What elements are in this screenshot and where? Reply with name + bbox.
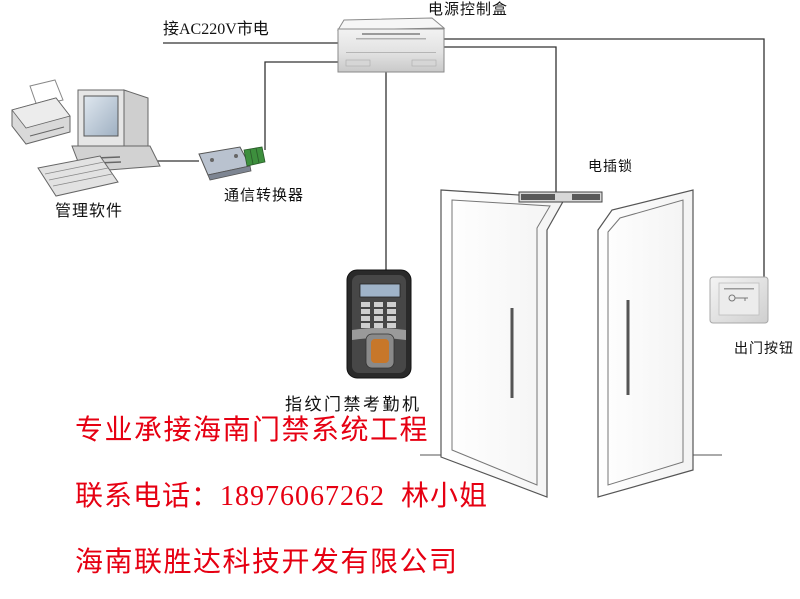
power-control-box (337, 17, 446, 73)
promo-company-line: 海南联胜达科技开发有限公司 (75, 547, 459, 578)
promo-contact-line: 联系电话：18976067262 林小姐 (75, 481, 489, 512)
right-door (597, 189, 694, 498)
fingerprint-label: 指纹门禁考勤机 (285, 395, 422, 414)
terminal-keypad (361, 302, 396, 328)
exit-button-device (709, 276, 769, 324)
exit-button-label: 出门按钮 (734, 342, 794, 357)
converter-wire (264, 61, 338, 150)
converter-label: 通信转换器 (224, 188, 305, 204)
wiring (150, 38, 765, 278)
key-icon (728, 294, 748, 302)
software-label: 管理软件 (55, 203, 124, 220)
ac-power-label: 接AC220V市电 (163, 21, 269, 38)
promo-service-line: 专业承接海南门禁系统工程 (75, 415, 430, 446)
monitor-icon (77, 89, 149, 147)
terminal-screen (359, 283, 401, 298)
power-box-label: 电源控制盒 (428, 2, 509, 18)
double-door (420, 189, 722, 498)
fingerprint-terminal (346, 269, 412, 379)
keyboard-icon (37, 155, 119, 197)
communication-converter (198, 146, 266, 181)
lock-label: 电插锁 (588, 160, 633, 175)
exit-button-wire (442, 38, 765, 278)
lock-wire (442, 46, 557, 193)
electric-lock (518, 191, 603, 203)
left-door (440, 189, 566, 498)
printer-icon (11, 79, 71, 145)
management-computer (11, 79, 161, 197)
